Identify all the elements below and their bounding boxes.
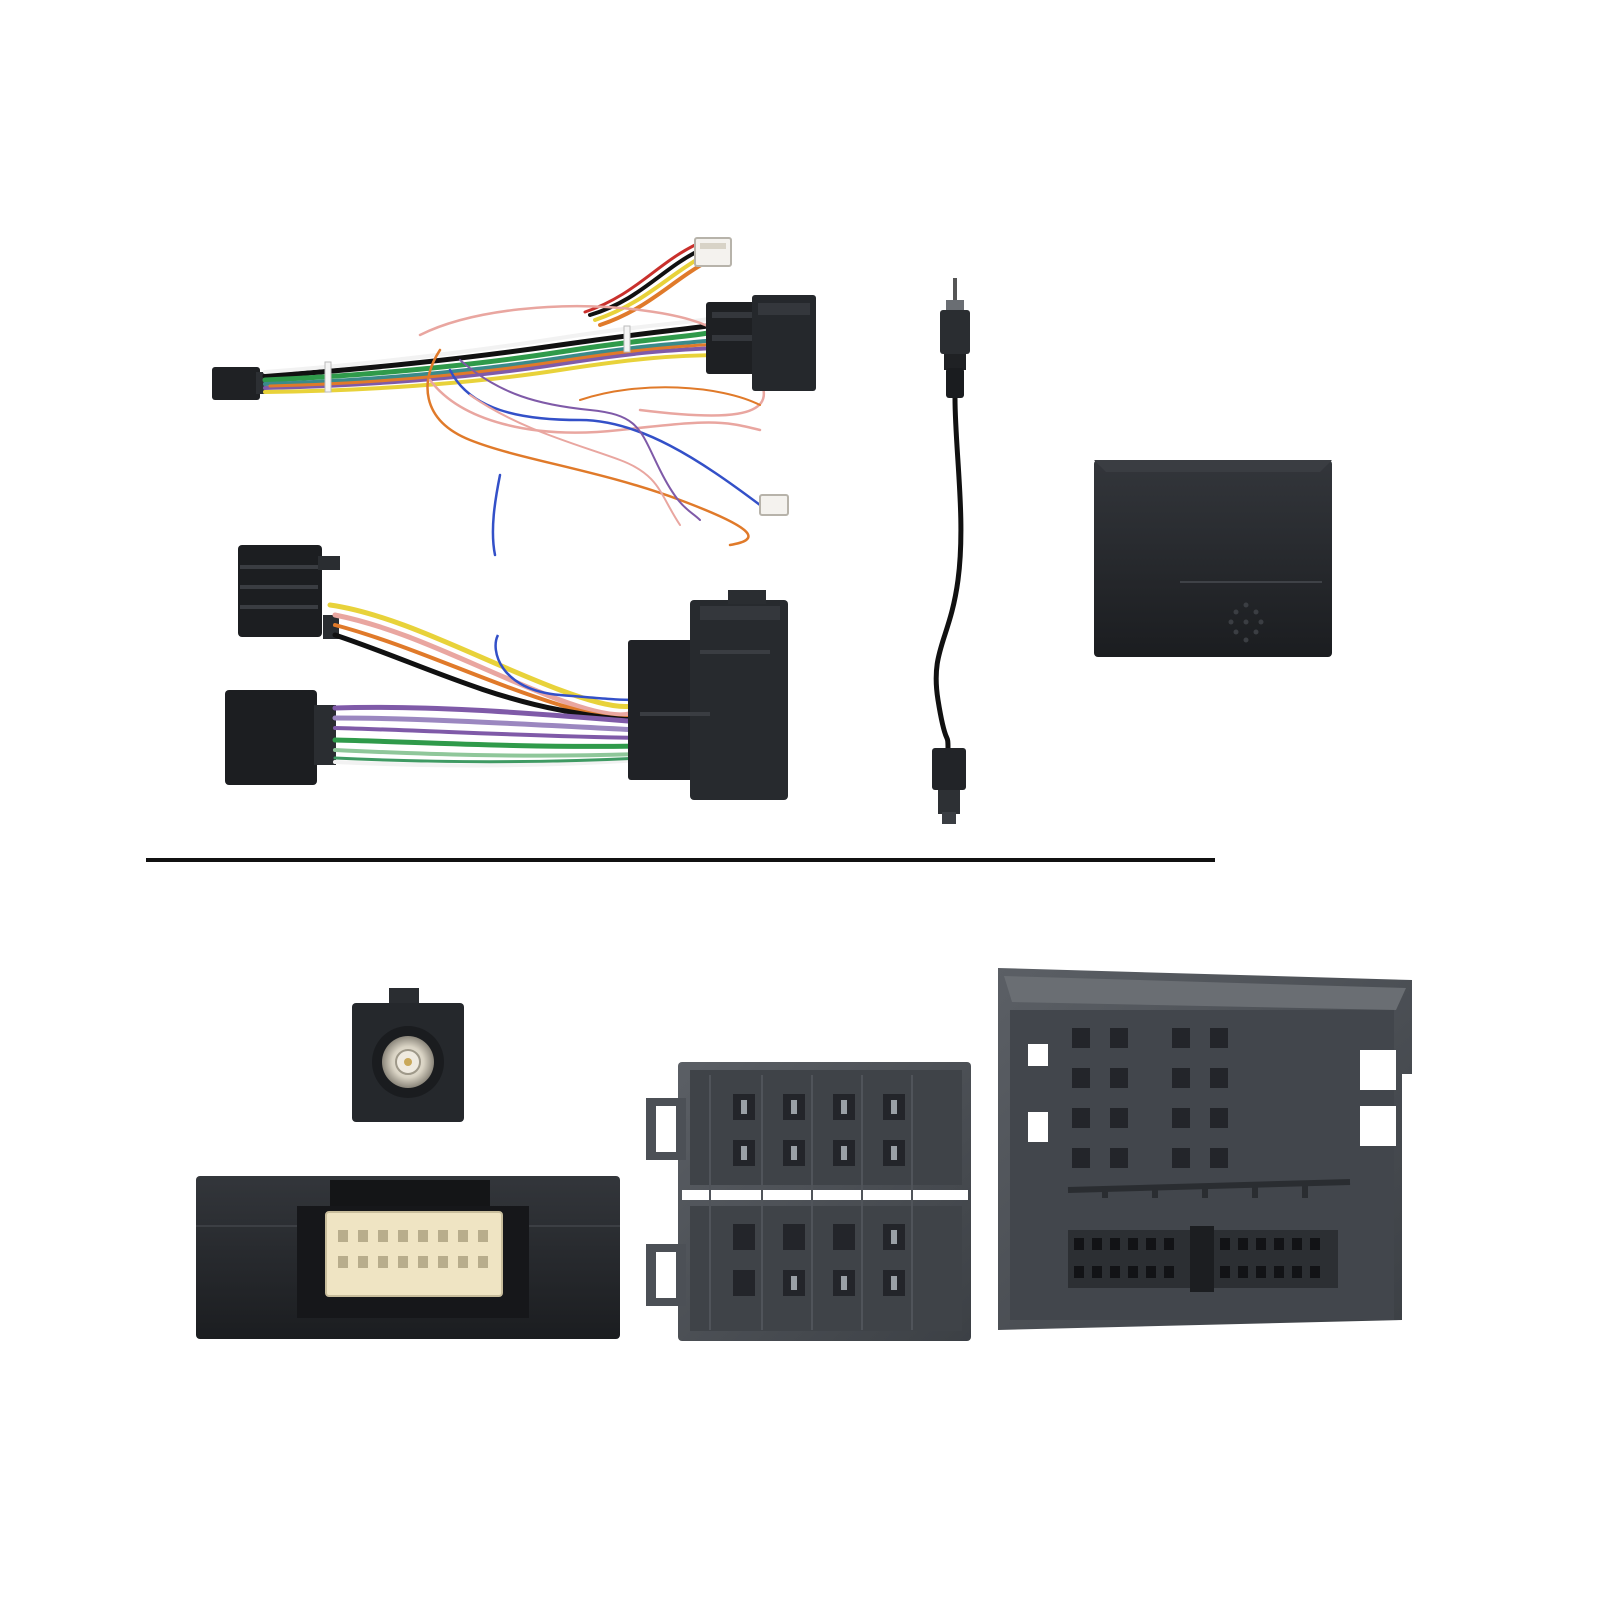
- speaker-holes: [1228, 602, 1264, 643]
- canbus-box: [1094, 460, 1332, 657]
- wiring-harness: [212, 237, 816, 800]
- antenna-socket: [352, 988, 464, 1122]
- quadlock-connector: [998, 968, 1412, 1330]
- jst-white-connector-small: [759, 494, 789, 516]
- iso-power-plug: [225, 690, 317, 785]
- decoder-module: [196, 1176, 620, 1339]
- jst-white-connector: [694, 237, 732, 267]
- quadlock-power-pins: [1072, 1028, 1228, 1168]
- iso-pin-cells: [733, 1094, 905, 1296]
- pin-header: [325, 1211, 503, 1297]
- iso-speaker-plug: [238, 545, 322, 637]
- antenna-adapter: [932, 278, 970, 824]
- quadlock-signal-pins: [1074, 1238, 1320, 1278]
- small-plug-connector: [212, 367, 260, 400]
- iso-connector: [646, 1062, 971, 1341]
- pin-slots: [338, 1230, 488, 1268]
